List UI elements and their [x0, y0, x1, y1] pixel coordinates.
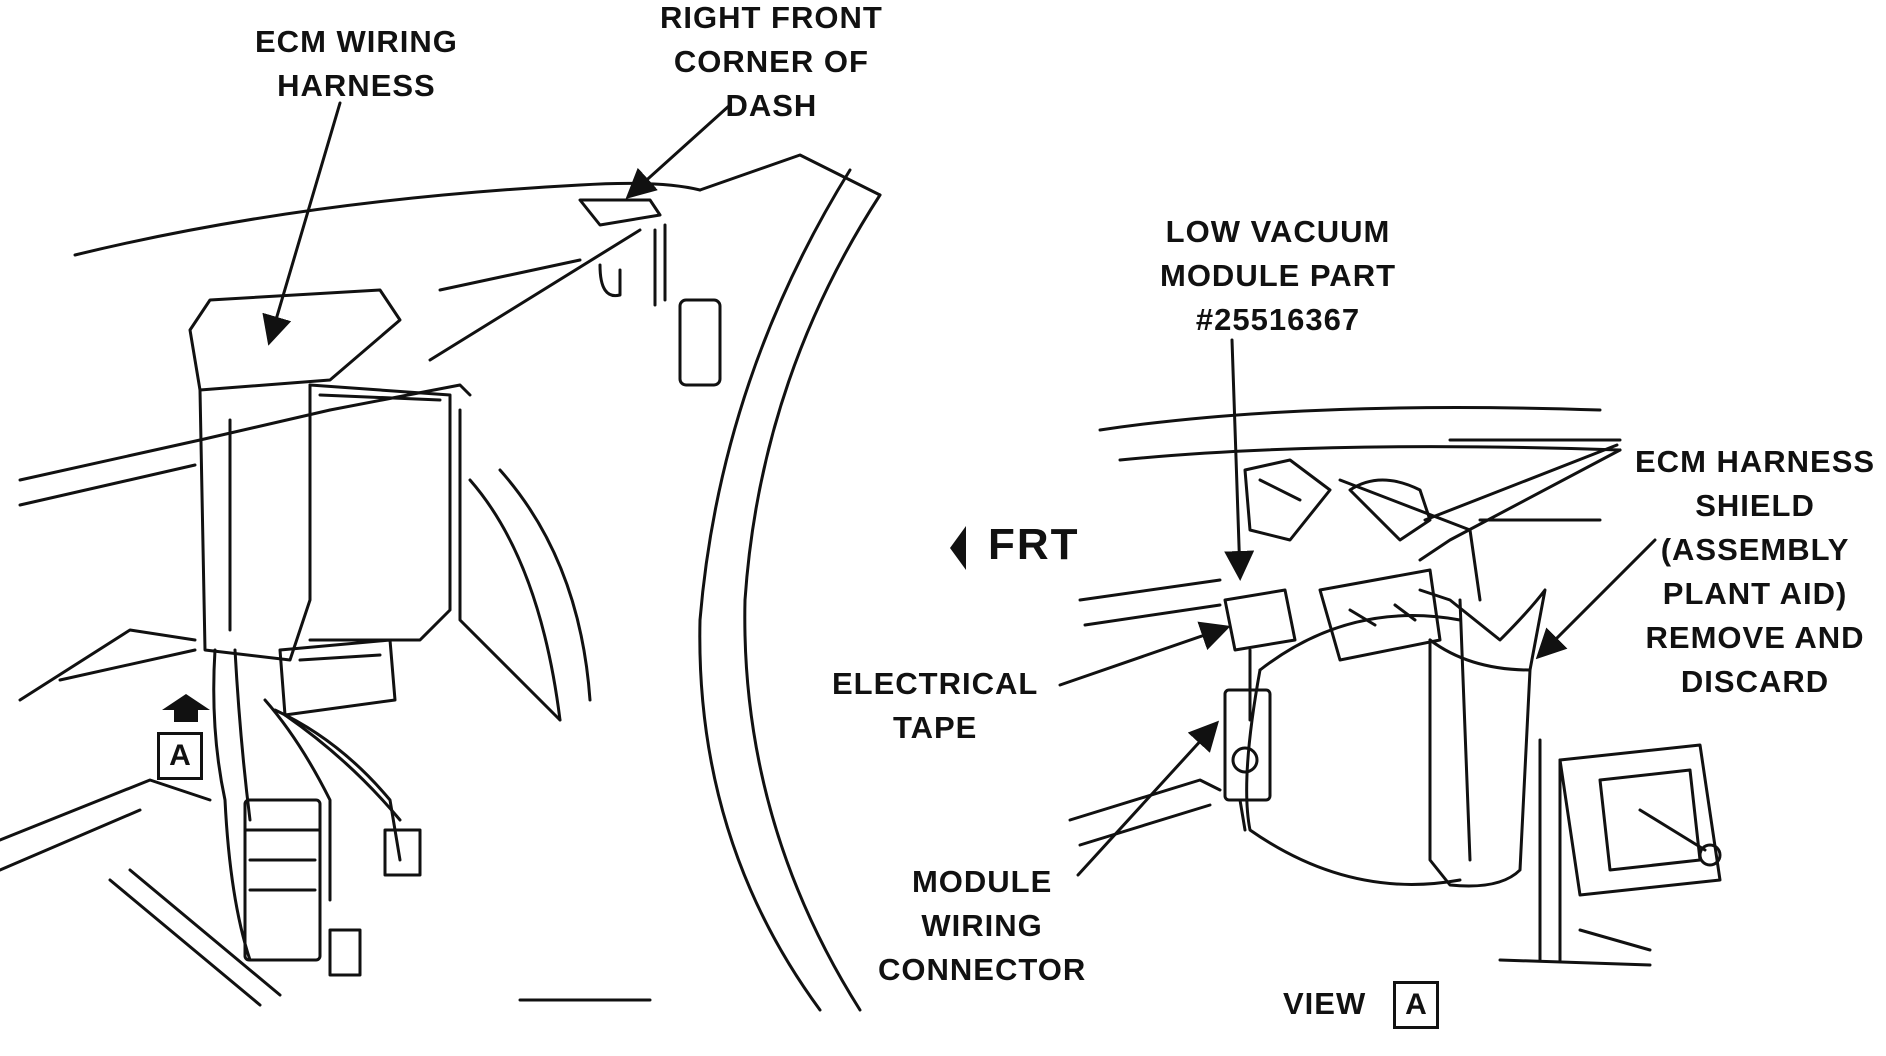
right-front-corner-line2: CORNER OF	[673, 44, 869, 79]
low-vacuum-module-label: LOW VACUUM MODULE PART #25516367	[1160, 210, 1396, 342]
right-front-corner-label: RIGHT FRONT CORNER OF DASH	[660, 0, 883, 128]
ecm-harness-shield-line1: ECM HARNESS	[1635, 444, 1876, 479]
view-label: VIEW	[1283, 982, 1366, 1026]
low-vacuum-module-line3: #25516367	[1195, 302, 1361, 337]
front-arrow-icon	[950, 526, 966, 570]
ecm-harness-shield-label: ECM HARNESS SHIELD (ASSEMBLY PLANT AID) …	[1635, 440, 1875, 704]
low-vacuum-module-line2: MODULE PART	[1160, 258, 1397, 293]
ecm-harness-shield-line4: PLANT AID)	[1662, 576, 1848, 611]
ecm-harness-shield-line2: SHIELD	[1695, 488, 1815, 523]
module-wiring-connector-line1: MODULE	[911, 864, 1053, 899]
ecm-harness-shield-line5: REMOVE AND	[1645, 620, 1865, 655]
right-front-corner-line3: DASH	[725, 88, 818, 123]
electrical-tape-label: ELECTRICAL TAPE	[832, 662, 1038, 750]
electrical-tape-line1: ELECTRICAL	[832, 666, 1039, 701]
view-word: VIEW	[1283, 986, 1367, 1021]
ecm-wiring-harness-line2: HARNESS	[277, 68, 436, 103]
left-dash-illustration	[0, 153, 882, 1012]
ecm-harness-shield-line3: (ASSEMBLY	[1660, 532, 1850, 567]
ecm-wiring-harness-line1: ECM WIRING	[255, 24, 458, 59]
module-wiring-connector-line2: WIRING	[921, 908, 1043, 943]
leader-lines	[262, 101, 1657, 877]
left-view-marker-box: A	[157, 732, 203, 780]
module-wiring-connector-label: MODULE WIRING CONNECTOR	[878, 860, 1086, 992]
front-direction-label: FRT	[988, 520, 1080, 569]
right-front-corner-line1: RIGHT FRONT	[660, 0, 883, 35]
module-wiring-connector-line3: CONNECTOR	[878, 952, 1087, 987]
electrical-tape-line2: TAPE	[892, 710, 978, 745]
right-view-illustration	[1068, 406, 1722, 967]
ecm-harness-shield-line6: DISCARD	[1680, 664, 1830, 699]
view-letter-box: A	[1393, 981, 1439, 1029]
ecm-wiring-harness-label: ECM WIRING HARNESS	[255, 20, 458, 108]
view-direction-arrow-icon	[162, 694, 210, 722]
low-vacuum-module-line1: LOW VACUUM	[1165, 214, 1391, 249]
